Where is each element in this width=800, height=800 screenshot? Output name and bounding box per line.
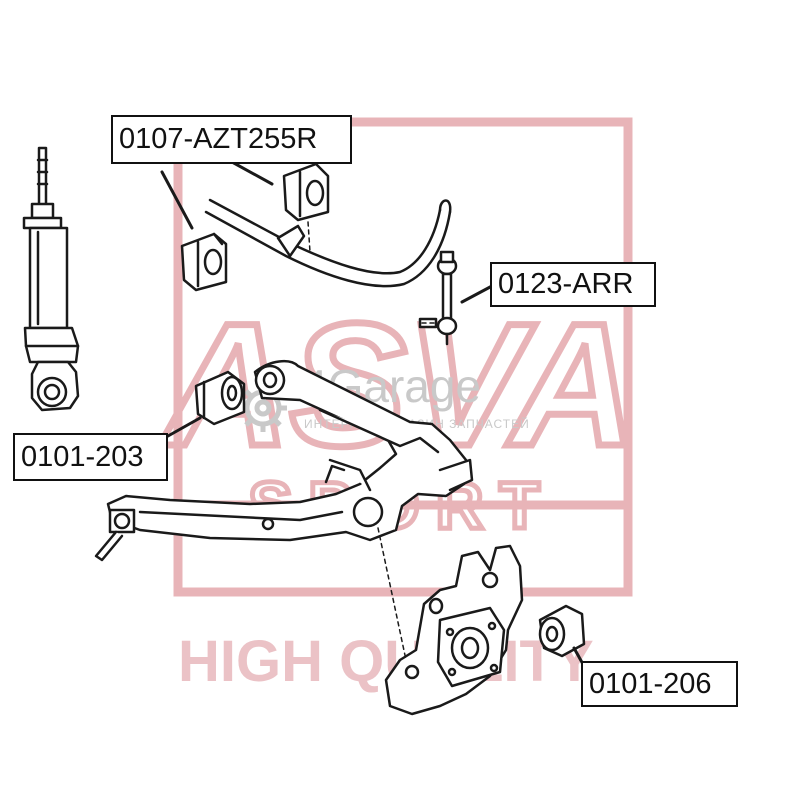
label-knuckle-bushing[interactable]: 0101-206 — [581, 661, 738, 707]
assembly-guides — [307, 221, 435, 661]
label-stabilizer-bushing[interactable]: 0107-AZT255R — [111, 115, 352, 164]
stabilizer-bushing-front — [180, 232, 228, 292]
knuckle-bushing — [538, 604, 586, 658]
label-stabilizer-link[interactable]: 0123-ARR — [490, 262, 656, 307]
label-arm-bushing[interactable]: 0101-203 — [13, 433, 168, 481]
control-arm — [106, 359, 474, 542]
stabilizer-bar — [204, 198, 452, 288]
stabilizer-bushing-rear — [282, 162, 330, 222]
shock-absorber — [22, 146, 80, 412]
leader-lines — [160, 160, 586, 668]
stabilizer-link — [418, 250, 458, 346]
arm-bushing-upper — [194, 370, 246, 426]
steering-knuckle — [384, 544, 524, 716]
watermark-frame — [173, 117, 633, 597]
ball-joint — [94, 508, 136, 562]
